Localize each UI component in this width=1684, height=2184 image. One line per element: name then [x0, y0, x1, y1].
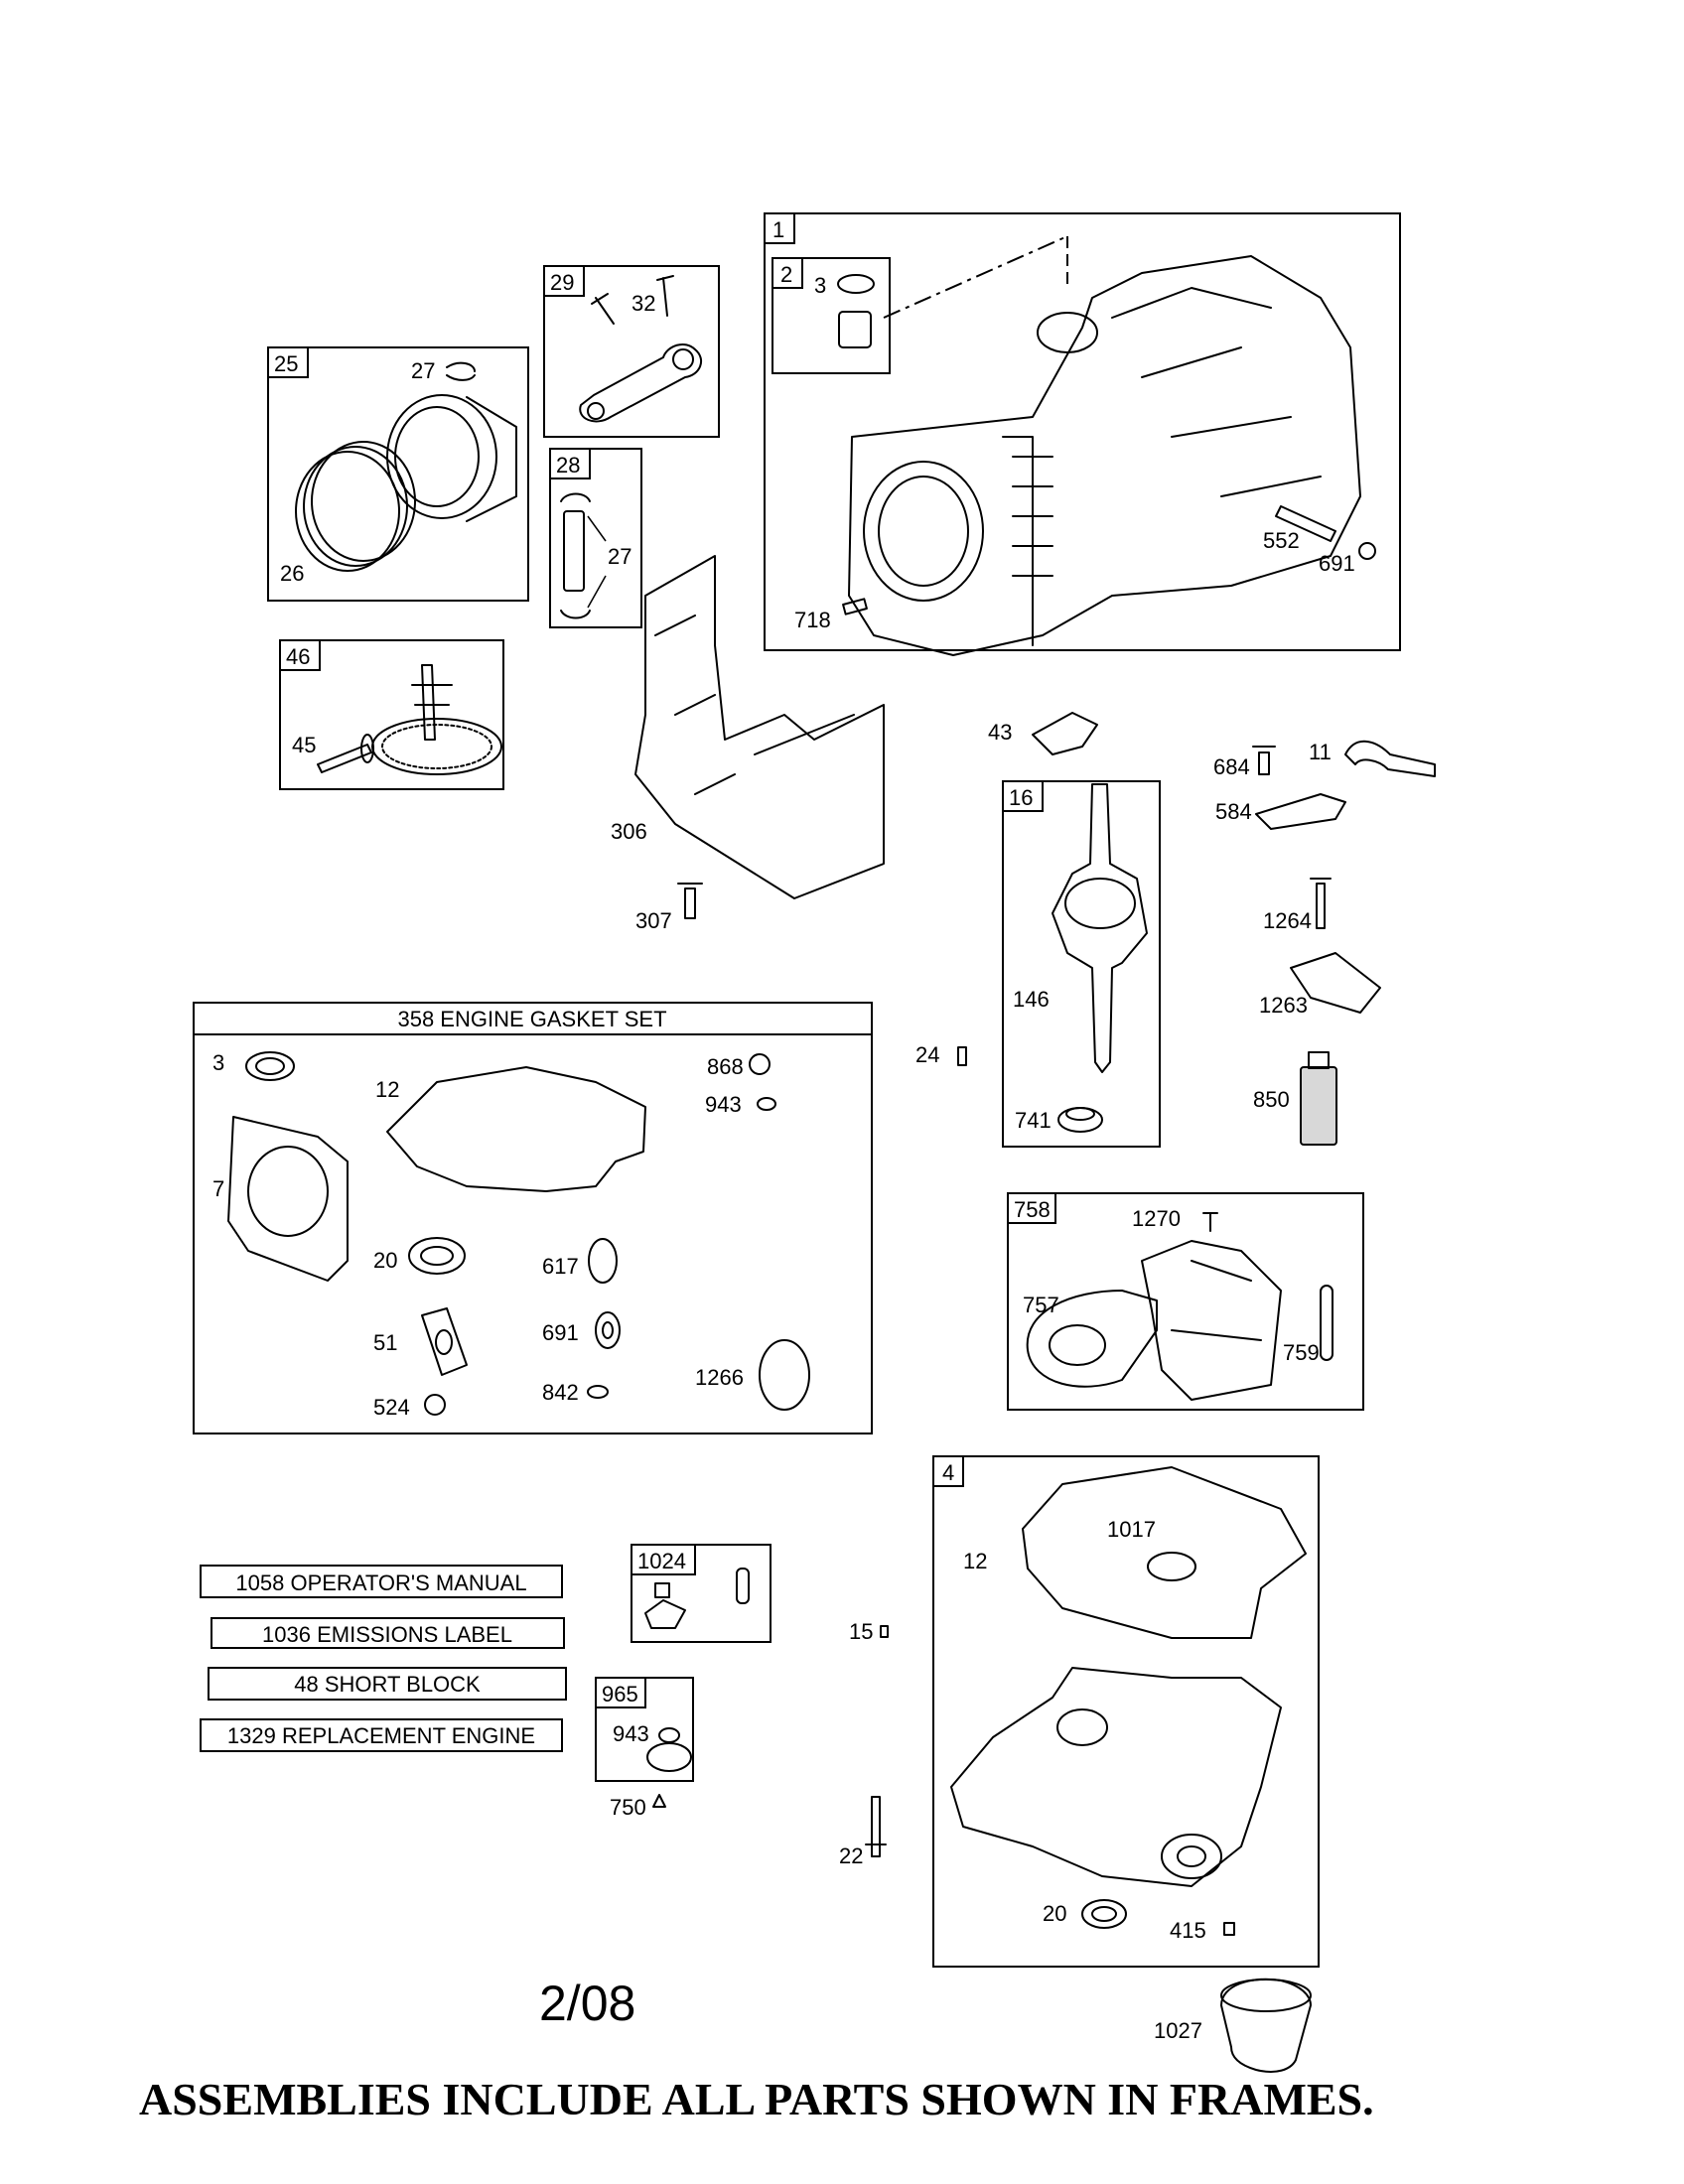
sump-icon	[950, 1667, 1282, 1887]
frame-label-46: 46	[286, 644, 310, 669]
part-label-20: 20	[373, 1248, 397, 1273]
callout-short-block: 48 SHORT BLOCK	[294, 1672, 481, 1697]
part-label-1264: 1264	[1263, 908, 1312, 933]
part-label-850: 850	[1253, 1087, 1290, 1112]
part-label-26: 26	[280, 561, 304, 586]
frame-label-965: 965	[602, 1682, 638, 1706]
cylinder-block-icon	[848, 255, 1361, 656]
part-label-943: 943	[705, 1092, 742, 1117]
frame-965: 965 943 750	[595, 1677, 694, 1820]
part-label-684: 684	[1213, 754, 1250, 779]
crankshaft-icon	[1052, 783, 1148, 1073]
part-label-1017: 1017	[1107, 1517, 1156, 1542]
frame-46-camshaft: 46 45	[279, 639, 504, 790]
part-label-943b: 943	[613, 1721, 649, 1746]
frame-758: 758 1270 757 759	[1007, 1192, 1364, 1411]
part-label-43: 43	[988, 720, 1012, 745]
part-label-1270: 1270	[1132, 1206, 1181, 1231]
gasket-set-frame: 358 ENGINE GASKET SET 3 12 868 943 7 20 …	[193, 1002, 873, 1434]
part-label-718: 718	[794, 608, 831, 632]
frame-28-piston-pin: 28 27	[549, 448, 642, 628]
frame-1-cylinder: 1 2 3 552 691 718	[764, 212, 1401, 656]
part-label-524: 524	[373, 1395, 410, 1420]
part-label-415: 415	[1170, 1918, 1206, 1943]
frame-label-1: 1	[772, 217, 784, 242]
revision-date: 2/08	[539, 1976, 635, 2031]
part-label-757: 757	[1023, 1293, 1059, 1317]
part-label-1263: 1263	[1259, 993, 1308, 1018]
part-label-22: 22	[839, 1843, 863, 1868]
part-label-691b: 691	[542, 1320, 579, 1345]
frame-label-1024: 1024	[637, 1549, 686, 1573]
footer-note: ASSEMBLIES INCLUDE ALL PARTS SHOWN IN FR…	[139, 2074, 1374, 2124]
frame-label-2: 2	[780, 262, 792, 287]
part-label-3: 3	[814, 273, 826, 298]
part-label-1266: 1266	[695, 1365, 744, 1390]
gasket-set-title: 358 ENGINE GASKET SET	[397, 1007, 666, 1031]
part-label-12: 12	[375, 1077, 399, 1102]
part-label-15: 15	[849, 1619, 873, 1644]
part-label-691: 691	[1319, 551, 1355, 576]
part-label-32: 32	[632, 291, 655, 316]
part-label-27: 27	[411, 358, 435, 383]
part-label-307: 307	[635, 908, 672, 933]
part-label-12b: 12	[963, 1549, 987, 1573]
part-label-759: 759	[1283, 1340, 1320, 1365]
sealant-tube-icon	[1300, 1066, 1337, 1146]
oil-pickup-icon	[1026, 1290, 1158, 1388]
part-label-45: 45	[292, 733, 316, 757]
air-guide-icon	[634, 555, 885, 899]
part-label-24: 24	[915, 1042, 939, 1067]
part-label-27b: 27	[608, 544, 632, 569]
part-label-7: 7	[212, 1176, 224, 1201]
connecting-rod-icon	[579, 342, 703, 423]
part-label-51: 51	[373, 1330, 397, 1355]
frame-label-29: 29	[550, 270, 574, 295]
misc-bottom-parts: 15 22 1027	[839, 1619, 1312, 2073]
air-guide-306: 306 307	[611, 555, 885, 933]
part-label-842: 842	[542, 1380, 579, 1405]
part-label-868: 868	[707, 1054, 744, 1079]
misc-parts-right: 43 684 11 584 1264 1263 850 24	[915, 712, 1436, 1146]
callout-boxes: 1058 OPERATOR'S MANUAL 1036 EMISSIONS LA…	[200, 1565, 567, 1752]
frame-label-4: 4	[942, 1460, 954, 1485]
frame-29-connecting-rod: 29 32	[543, 265, 720, 438]
frame-1024: 1024	[631, 1544, 772, 1643]
frame-label-25: 25	[274, 351, 298, 376]
part-label-750: 750	[610, 1795, 646, 1820]
crankcase-gasket-icon	[386, 1066, 646, 1192]
part-label-11: 11	[1309, 740, 1332, 764]
part-label-3b: 3	[212, 1050, 224, 1075]
callout-emissions-label: 1036 EMISSIONS LABEL	[262, 1622, 512, 1647]
frame-25-piston: 25 27 26	[267, 346, 529, 602]
frame-16-crankshaft: 16 146 741	[1002, 780, 1161, 1148]
frame-label-28: 28	[556, 453, 580, 478]
frame-label-758: 758	[1014, 1197, 1051, 1222]
callout-replacement-engine: 1329 REPLACEMENT ENGINE	[227, 1723, 535, 1748]
cam-gear-icon	[371, 718, 502, 775]
part-label-741: 741	[1015, 1108, 1052, 1133]
part-label-20b: 20	[1043, 1901, 1066, 1926]
part-label-617: 617	[542, 1254, 579, 1279]
frame-label-16: 16	[1009, 785, 1033, 810]
head-gasket-icon	[227, 1116, 349, 1282]
callout-operators-manual: 1058 OPERATOR'S MANUAL	[235, 1570, 526, 1595]
frame-4-sump: 4 12 1017 20 415	[932, 1455, 1320, 1968]
part-label-146: 146	[1013, 987, 1050, 1012]
oil-filter-icon	[1220, 1978, 1312, 2073]
part-label-584: 584	[1215, 799, 1252, 824]
part-label-552: 552	[1263, 528, 1300, 553]
part-label-1027: 1027	[1154, 2018, 1202, 2043]
part-label-306: 306	[611, 819, 647, 844]
